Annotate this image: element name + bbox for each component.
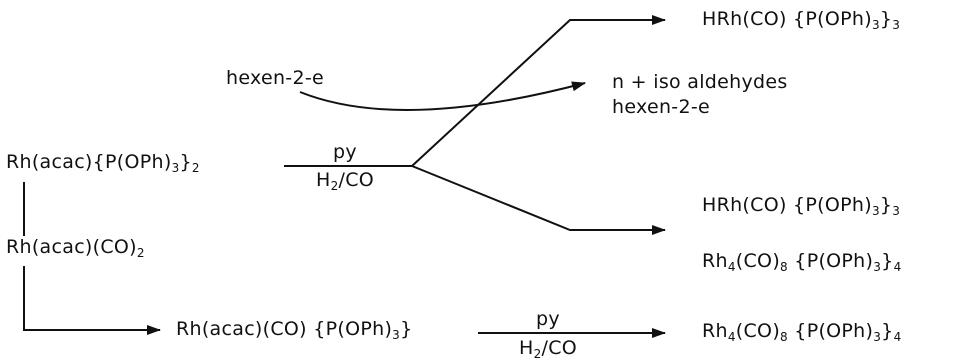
subscript: 3 bbox=[871, 204, 880, 218]
gas-text: H bbox=[315, 169, 331, 191]
formula-text: HRh(CO) {P(OPh) bbox=[702, 8, 872, 30]
formula-text: Rh(acac){P(OPh) bbox=[6, 151, 172, 173]
subscript: 3 bbox=[392, 328, 401, 342]
substrate-hexene: hexen-2-e bbox=[226, 67, 324, 89]
subscript: 2 bbox=[191, 161, 200, 175]
subscript: 2 bbox=[136, 246, 145, 260]
formula-text: } bbox=[881, 320, 894, 342]
formula-text: Rh bbox=[702, 250, 728, 272]
gas-text: /CO bbox=[541, 337, 578, 359]
product-middle-hydride: HRh(CO) {P(OPh)3}3 bbox=[702, 194, 901, 218]
arrow-to-lower-reactant bbox=[23, 266, 161, 335]
aldehydes-label: n + iso aldehydes bbox=[612, 71, 788, 93]
arrow-hexene-to-aldehydes bbox=[299, 81, 586, 111]
formula-text: Rh(acac)(CO) {P(OPh) bbox=[176, 318, 393, 340]
subscript: 8 bbox=[780, 330, 788, 344]
formula-text: {P(OPh) bbox=[787, 250, 874, 272]
formula-text: } bbox=[179, 151, 192, 173]
subscript: 4 bbox=[727, 260, 736, 274]
hexene-label: hexen-2-e bbox=[612, 96, 710, 118]
reactant-rh-acac-co-phosphite: Rh(acac)(CO) {P(OPh)3} bbox=[176, 318, 413, 342]
formula-text: } bbox=[881, 250, 894, 272]
subscript: 4 bbox=[893, 330, 902, 344]
product-hexene-recovered: hexen-2-e bbox=[612, 96, 710, 118]
product-middle-cluster: Rh4(CO)8 {P(OPh)3}4 bbox=[702, 250, 902, 274]
subscript: 8 bbox=[780, 260, 788, 274]
subscript: 3 bbox=[892, 18, 901, 32]
reagent-label: py bbox=[333, 141, 357, 163]
lower-condition-reagent: py bbox=[508, 308, 588, 330]
formula-text: } bbox=[879, 8, 893, 30]
formula-text: (CO) bbox=[735, 320, 781, 342]
substrate-label: hexen-2-e bbox=[226, 67, 324, 89]
upper-condition-gas: H2/CO bbox=[305, 169, 385, 193]
gas-text: /CO bbox=[338, 169, 375, 191]
reactant-rh-acac-phosphite: Rh(acac){P(OPh)3}2 bbox=[6, 151, 200, 175]
formula-text: Rh bbox=[702, 320, 728, 342]
reagent-label: py bbox=[536, 308, 560, 330]
formula-text: {P(OPh) bbox=[787, 320, 874, 342]
subscript: 3 bbox=[873, 330, 882, 344]
subscript: 4 bbox=[893, 260, 902, 274]
reactant-rh-acac-co2: Rh(acac)(CO)2 bbox=[6, 236, 145, 260]
subscript: 3 bbox=[873, 260, 882, 274]
subscript: 2 bbox=[330, 179, 339, 193]
gas-text: H bbox=[518, 337, 534, 359]
arrow-to-middle-products bbox=[411, 165, 666, 235]
product-top-hydride: HRh(CO) {P(OPh)3}3 bbox=[702, 8, 901, 32]
formula-text: } bbox=[400, 318, 413, 340]
arrow-to-top-hydride bbox=[411, 15, 666, 167]
subscript: 4 bbox=[727, 330, 736, 344]
subscript: 3 bbox=[871, 18, 880, 32]
subscript: 2 bbox=[533, 347, 542, 361]
subscript: 3 bbox=[171, 161, 180, 175]
formula-text: (CO) bbox=[735, 250, 781, 272]
lower-condition-gas: H2/CO bbox=[508, 337, 588, 361]
formula-text: Rh(acac)(CO) bbox=[6, 236, 137, 258]
subscript: 3 bbox=[892, 204, 901, 218]
upper-condition-reagent: py bbox=[305, 141, 385, 163]
product-bottom-cluster: Rh4(CO)8 {P(OPh)3}4 bbox=[702, 320, 902, 344]
product-aldehydes: n + iso aldehydes bbox=[612, 71, 788, 93]
formula-text: HRh(CO) {P(OPh) bbox=[702, 194, 872, 216]
formula-text: } bbox=[879, 194, 893, 216]
